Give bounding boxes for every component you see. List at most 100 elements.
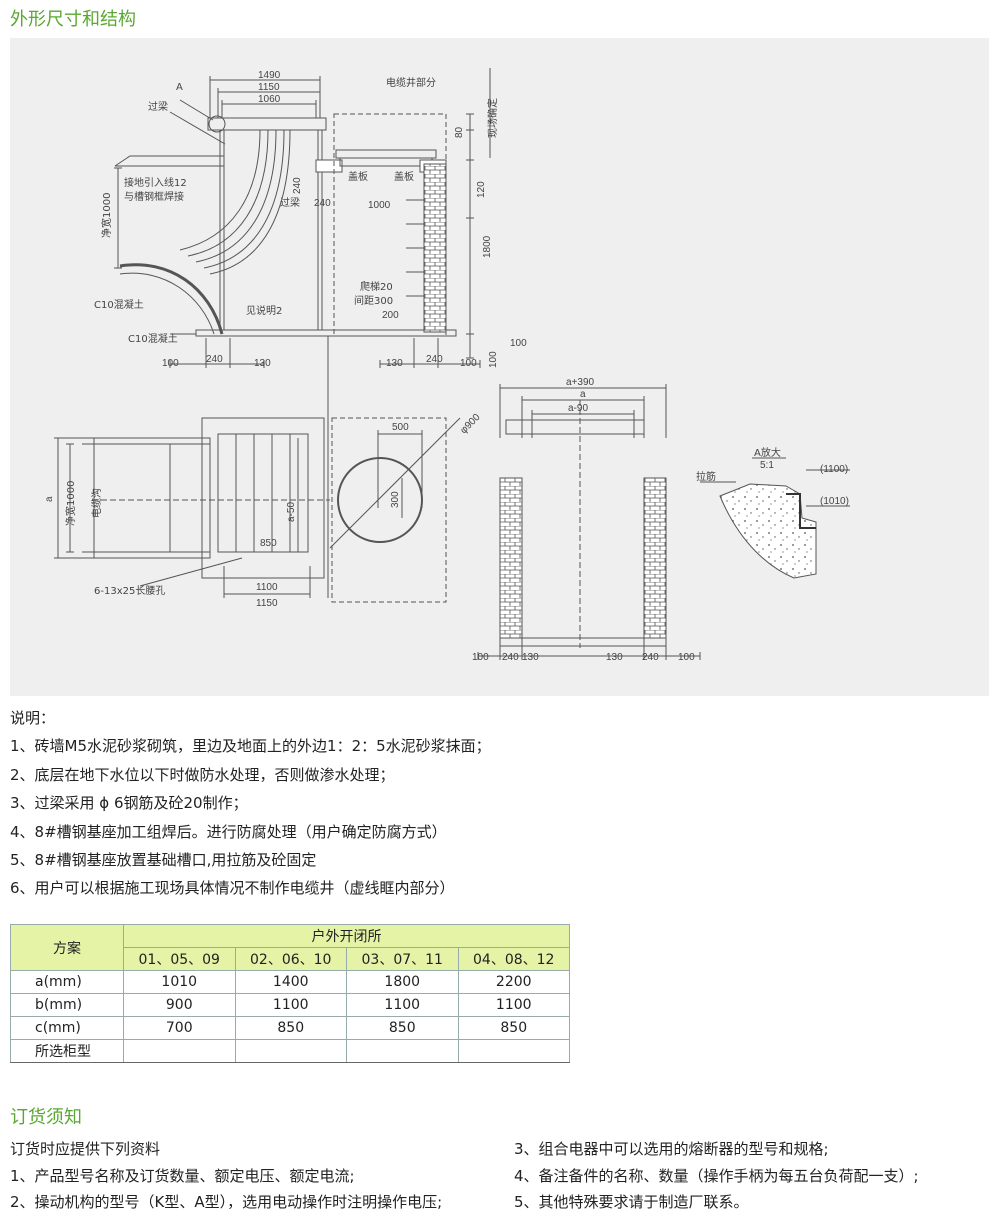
dim-bottom-left-100: 100 [162,358,179,369]
table-cell: 2200 [457,970,570,994]
table-cell [346,1039,459,1063]
order-notes-left: 订货时应提供下列资料 1、产品型号名称及订货数量、额定电压、额定电流; 2、操动… [10,1136,442,1216]
dim-1060: 1060 [258,94,281,105]
row-label: c(mm) [10,1016,124,1040]
dim-1490: 1490 [258,70,281,81]
label-ground-lead: 接地引入线12 [124,176,187,189]
section-dim-100-r: 100 [678,652,695,663]
dim-100-right: 100 [488,351,499,368]
section-dim-100-l: 100 [472,652,489,663]
table-corner: 方案 [10,924,124,971]
dim-200: 200 [382,310,399,321]
table-cell: 900 [123,993,236,1017]
dim-bottom-right-240: 240 [426,354,443,365]
label-weld: 与槽钢框焊接 [124,190,184,203]
order-line: 订货时应提供下列资料 [10,1140,161,1158]
table-cell: 850 [234,1016,347,1040]
plan-dim-a: a [44,496,55,502]
dim-300: 300 [390,491,401,508]
table-cell: 700 [123,1016,236,1040]
dim-120: 120 [476,181,487,198]
table-row: c(mm) 700 850 850 850 [10,1016,570,1040]
dim-a-50: a-50 [286,502,297,522]
dim-80: 80 [454,126,465,138]
dim-1800: 1800 [482,235,493,258]
technical-drawing: 1490 1150 1060 A 过梁 电缆井部分 现场确定 80 120 18… [10,38,989,696]
section-title-ordering: 订货须知 [10,1107,82,1128]
dim-phi900: φ900 [458,412,482,436]
dim-100-slab: 100 [510,338,527,349]
dim-plan-1150: 1150 [256,598,278,609]
table-cell [123,1039,236,1063]
label-c10-1: C10混凝土 [94,298,144,311]
table-cell: 850 [346,1016,459,1040]
label-beam-mid: 过梁 [280,196,300,209]
drawing-svg: 1490 1150 1060 A 过梁 电缆井部分 现场确定 80 120 18… [44,68,850,663]
table-row: 所选柜型 [10,1039,570,1063]
dim-240-v: 240 [292,177,303,194]
order-line: 5、其他特殊要求请于制造厂联系。 [514,1193,749,1211]
dim-a: a [580,389,586,400]
table-row: a(mm) 1010 1400 1800 2200 [10,970,570,994]
note-6: 6、用户可以根据施工现场具体情况不制作电缆井（虚线眶内部分） [10,879,455,898]
dim-a-minus-90: a-90 [568,403,588,414]
dim-850: 850 [260,538,277,549]
dim-a-plus-390: a+390 [566,377,595,388]
dim-500: 500 [392,422,409,433]
table-row: b(mm) 900 1100 1100 1100 [10,993,570,1017]
notes-heading: 说明： [10,709,56,727]
detail-dim-1010: (1010) [820,496,849,507]
dim-1150: 1150 [258,82,280,93]
table-cell [234,1039,347,1063]
spec-table: 方案 户外开闭所 01、05、09 02、06、10 03、07、11 04、0… [10,924,570,1063]
detail-title: A放大 [754,446,781,459]
label-a: A [176,82,183,93]
plan-clear-width: 净宽1000 [64,481,77,526]
col-header-1: 01、05、09 [123,947,236,971]
note-2: 2、底层在地下水位以下时做防水处理，否则做渗水处理； [10,765,395,784]
col-header-3: 03、07、11 [346,947,459,971]
section-dim-130-r: 130 [606,652,623,663]
note-1: 1、砖墙M5水泥砂浆砌筑，里边及地面上的外边1：2：5水泥砂浆抹面； [10,737,491,756]
order-line: 4、备注备件的名称、数量（操作手柄为每五台负荷配一支）; [514,1166,919,1185]
order-line: 3、组合电器中可以选用的熔断器的型号和规格; [514,1140,829,1158]
label-spacing: 间距300 [354,294,393,307]
label-clear-width-elev: 净宽1000 [100,193,113,238]
dim-bottom-right-100: 100 [460,358,477,369]
label-c10-2: C10混凝土 [128,332,178,345]
col-header-2: 02、06、10 [234,947,347,971]
section-dim-240-r: 240 [642,652,659,663]
table-cell: 1100 [457,993,570,1017]
note-3: 3、过梁采用 ϕ 6钢筋及砼20制作； [10,794,248,813]
table-cell: 1010 [123,970,236,994]
dim-bottom-left-130: 130 [254,358,271,369]
label-site-determined: 现场确定 [486,98,499,138]
detail-tie-bar: 拉筋 [696,470,716,483]
label-cover-2: 盖板 [394,170,414,183]
detail-scale: 5:1 [760,460,774,471]
section-dim-240-l: 240 [502,652,519,663]
label-beam-top: 过梁 [148,100,168,113]
label-slot-holes: 6-13x25长腰孔 [94,585,165,597]
table-cell: 850 [457,1016,570,1040]
table-cell: 1100 [234,993,347,1017]
note-5: 5、8#槽钢基座放置基础槽口,用拉筋及砼固定 [10,851,317,870]
label-cable-well: 电缆井部分 [386,76,436,89]
table-cell: 1400 [234,970,347,994]
section-dim-130-l: 130 [522,652,539,663]
table-cell: 1100 [346,993,459,1017]
col-header-4: 04、08、12 [457,947,570,971]
table-cell: 1800 [346,970,459,994]
detail-dim-1100: (1100) [820,464,848,475]
plan-cable-trench: 电缆沟 [90,488,103,518]
notes-block: 说明： 1、砖墙M5水泥砂浆砌筑，里边及地面上的外边1：2：5水泥砂浆抹面； 2… [10,704,491,903]
row-label: b(mm) [10,993,124,1017]
order-notes-right: 3、组合电器中可以选用的熔断器的型号和规格; 4、备注备件的名称、数量（操作手柄… [514,1136,919,1216]
table-group-header: 户外开闭所 [123,924,570,948]
section-title-dimensions: 外形尺寸和结构 [10,9,136,30]
note-4: 4、8#槽钢基座加工组焊后。进行防腐处理（用户确定防腐方式） [10,822,447,841]
row-label: 所选柜型 [10,1039,124,1063]
dim-bottom-left-240: 240 [206,354,223,365]
dim-240-h: 240 [314,198,331,209]
dim-1000: 1000 [368,200,391,211]
